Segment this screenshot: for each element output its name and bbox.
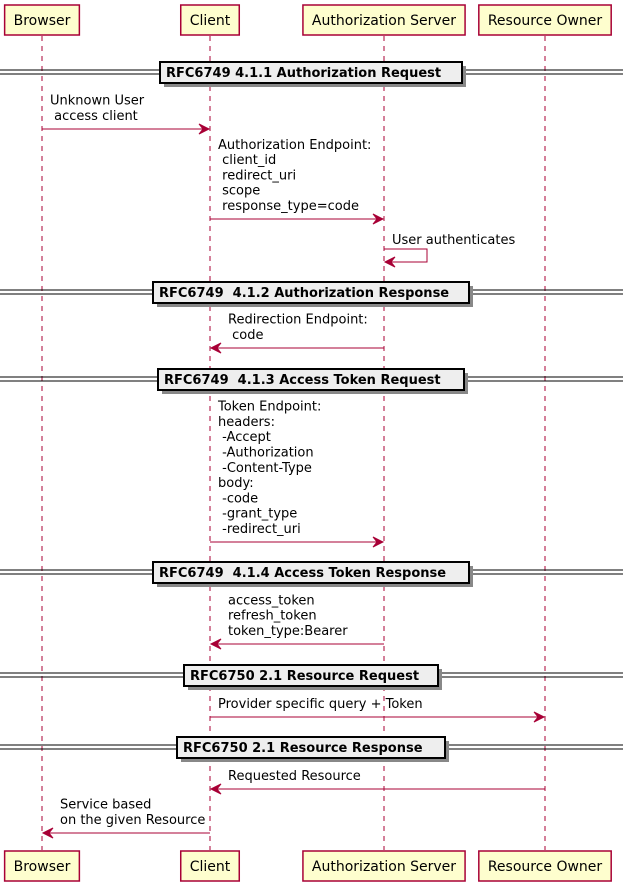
divider-label: RFC6750 2.1 Resource Request (190, 669, 419, 684)
participant-label: Authorization Server (312, 13, 456, 29)
message-label: -code (218, 491, 258, 506)
participant-label: Resource Owner (488, 859, 603, 875)
participants-bottom: Browser Client Authorization Server Resourc… (3, 850, 612, 882)
message-label: code (228, 328, 263, 343)
message-arrowhead (198, 123, 211, 135)
message-label: Redirection Endpoint: (228, 313, 368, 328)
message-arrowhead (383, 256, 396, 268)
section-dividers: RFC6749 4.1.1 Authorization RequestRFC67… (0, 61, 623, 762)
divider-label: RFC6749 4.1.2 Authorization Response (159, 286, 449, 301)
participant-authserver-bottom: Authorization Server (302, 850, 466, 882)
divider-auth-request: RFC6749 4.1.1 Authorization Request (0, 61, 623, 87)
divider-resource-request: RFC6750 2.1 Resource Request (0, 664, 623, 690)
message-label: access client (50, 109, 138, 124)
message-label: -Content-Type (218, 461, 312, 476)
divider-token-response: RFC6749 4.1.4 Access Token Response (0, 561, 623, 587)
message-arrowhead (372, 213, 385, 225)
message-label: Unknown User (50, 94, 145, 109)
participant-owner-bottom: Resource Owner (478, 850, 612, 882)
divider-label: RFC6750 2.1 Resource Response (183, 741, 423, 756)
divider-label: RFC6749 4.1.4 Access Token Response (159, 566, 446, 581)
participant-label: Browser (14, 13, 71, 29)
message-unknown-user: Unknown User access client (42, 94, 211, 135)
message-label: token_type:Bearer (228, 624, 348, 639)
message-token-endpoint: Token Endpoint:headers: -Accept -Authori… (210, 400, 385, 548)
message-label: Token Endpoint: (217, 400, 321, 415)
message-authorization-endpoint: Authorization Endpoint: client_id redire… (210, 138, 385, 225)
participant-label: Client (190, 859, 231, 875)
participant-client-bottom: Client (179, 850, 241, 882)
message-label: -redirect_uri (218, 522, 301, 537)
message-redirection-endpoint: Redirection Endpoint: code (209, 313, 384, 354)
message-arrowhead (533, 711, 546, 723)
message-label: Service based (60, 798, 151, 813)
message-label: Requested Resource (228, 769, 361, 784)
participant-label: Resource Owner (488, 13, 603, 29)
message-label: response_type=code (218, 199, 359, 214)
divider-auth-response: RFC6749 4.1.2 Authorization Response (0, 281, 623, 307)
message-access-token: access_tokenrefresh_tokentoken_type:Bear… (209, 593, 384, 650)
message-label: headers: (218, 415, 275, 430)
divider-label: RFC6749 4.1.3 Access Token Request (164, 373, 441, 388)
message-label: body: (218, 476, 254, 491)
message-arrowhead (372, 536, 385, 548)
message-label: client_id (218, 153, 276, 168)
message-arrowhead (209, 638, 222, 650)
message-label: redirect_uri (218, 168, 296, 183)
lifelines (41, 36, 546, 850)
message-arrowhead (209, 342, 222, 354)
participant-label: Client (190, 13, 231, 29)
participant-browser-top: Browser (3, 4, 81, 36)
message-label: access_token (228, 593, 315, 608)
participant-authserver-top: Authorization Server (302, 4, 466, 36)
messages: Unknown User access clientAuthorization … (41, 94, 546, 839)
message-label: Provider specific query + Token (218, 697, 423, 712)
message-label: -Accept (218, 430, 271, 445)
message-requested-resource: Requested Resource (209, 769, 545, 795)
message-provider-query: Provider specific query + Token (210, 697, 546, 723)
participants-top: Browser Client Authorization Server Resourc… (3, 4, 612, 36)
participant-label: Authorization Server (312, 859, 456, 875)
participant-client-top: Client (179, 4, 241, 36)
message-arrowhead (209, 783, 222, 795)
message-label: Authorization Endpoint: (218, 138, 371, 153)
message-label: -grant_type (218, 507, 297, 522)
divider-label: RFC6749 4.1.1 Authorization Request (166, 66, 441, 81)
participant-browser-bottom: Browser (3, 850, 81, 882)
message-user-authenticates: User authenticates (383, 233, 515, 268)
participant-owner-top: Resource Owner (478, 4, 612, 36)
message-label: refresh_token (228, 609, 317, 624)
divider-resource-response: RFC6750 2.1 Resource Response (0, 736, 623, 762)
message-arrowhead (41, 827, 54, 839)
message-arrow-line (384, 248, 428, 263)
participant-label: Browser (14, 859, 71, 875)
message-label: on the given Resource (60, 813, 205, 828)
message-label: User authenticates (392, 233, 515, 248)
message-label: -Authorization (218, 446, 314, 461)
message-label: scope (218, 184, 260, 199)
divider-token-request: RFC6749 4.1.3 Access Token Request (0, 368, 623, 394)
